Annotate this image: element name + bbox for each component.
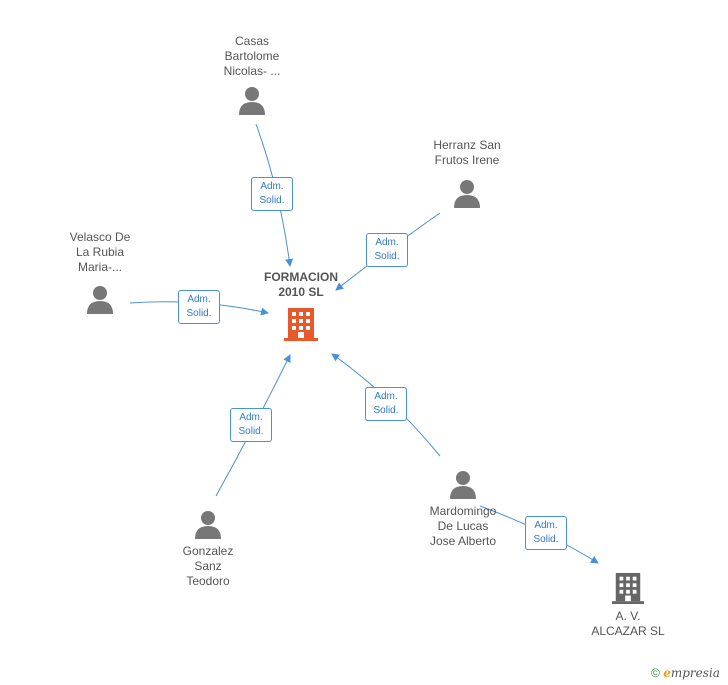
brand-rest: mpresia <box>670 666 720 680</box>
role-badge[interactable]: Adm. Solid. <box>230 408 272 442</box>
role-line-1: Adm. <box>239 412 263 423</box>
person-node-gonzalez[interactable]: Gonzalez Sanz Teodoro <box>168 509 248 589</box>
footer-credit[interactable]: © empresia <box>651 666 720 680</box>
person-node-casas[interactable]: Casas Bartolome Nicolas- ... <box>210 34 294 115</box>
person-icon <box>450 471 476 499</box>
company-label[interactable]: A. V. ALCAZAR SL <box>591 609 665 638</box>
brand-logo[interactable]: empresia <box>663 666 720 680</box>
copyright-symbol: © <box>651 666 660 680</box>
person-label[interactable]: Herranz San Frutos Irene <box>433 138 501 167</box>
role-badge[interactable]: Adm. Solid. <box>178 290 220 324</box>
role-line-2: Solid. <box>238 426 264 437</box>
role-line-1: Adm. <box>260 181 284 192</box>
person-label[interactable]: Gonzalez Sanz Teodoro <box>182 544 234 588</box>
role-badge[interactable]: Adm. Solid. <box>525 516 567 550</box>
role-badge[interactable]: Adm. Solid. <box>251 177 293 211</box>
person-node-mardomingo[interactable]: Mardomingo De Lucas Jose Alberto <box>418 469 508 549</box>
person-node-herranz[interactable]: Herranz San Frutos Irene <box>422 138 512 208</box>
building-icon <box>612 572 644 604</box>
brand-e: e <box>663 666 671 680</box>
role-line-1: Adm. <box>375 237 399 248</box>
company-label[interactable]: FORMACION 2010 SL <box>264 270 338 299</box>
person-node-velasco[interactable]: Velasco De La Rubia Maria-... <box>60 230 140 314</box>
role-line-2: Solid. <box>373 405 399 416</box>
role-line-2: Solid. <box>259 195 285 206</box>
building-icon <box>284 308 318 341</box>
role-badge[interactable]: Adm. Solid. <box>365 387 407 421</box>
person-icon <box>87 286 113 314</box>
person-icon <box>195 511 221 539</box>
role-line-2: Solid. <box>533 534 559 545</box>
person-label[interactable]: Velasco De La Rubia Maria-... <box>69 230 131 274</box>
role-badge[interactable]: Adm. Solid. <box>366 233 408 267</box>
role-line-2: Solid. <box>186 308 212 319</box>
role-line-1: Adm. <box>187 294 211 305</box>
role-line-1: Adm. <box>374 391 398 402</box>
company-node-alcazar[interactable]: A. V. ALCAZAR SL <box>588 571 668 639</box>
person-icon <box>239 87 265 115</box>
person-label[interactable]: Mardomingo De Lucas Jose Alberto <box>429 504 497 548</box>
person-icon <box>454 180 480 208</box>
person-label[interactable]: Casas Bartolome Nicolas- ... <box>223 34 281 78</box>
role-line-2: Solid. <box>374 251 400 262</box>
role-line-1: Adm. <box>534 520 558 531</box>
company-node-formacion[interactable]: FORMACION 2010 SL <box>250 270 352 342</box>
